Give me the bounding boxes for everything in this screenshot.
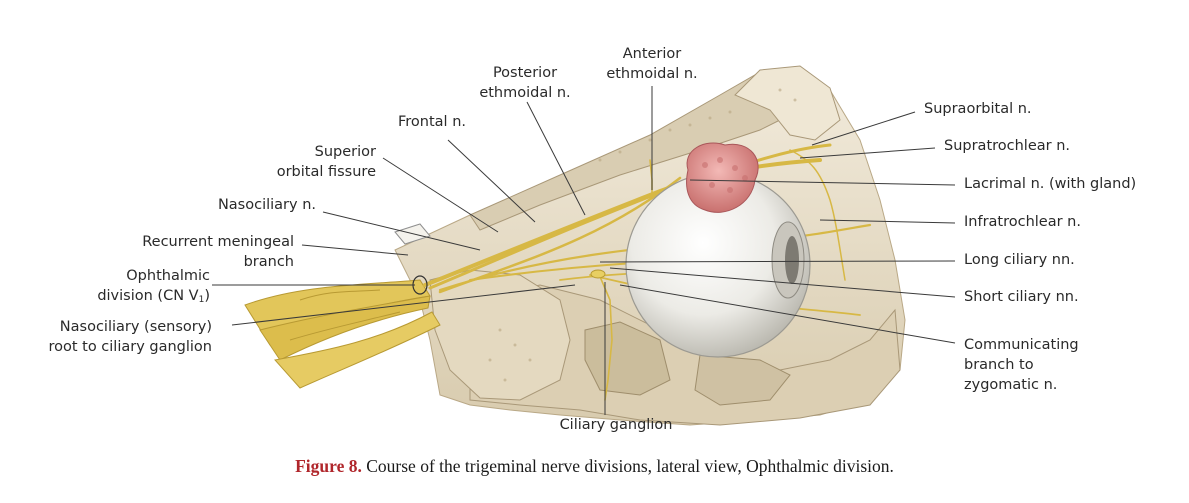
label-supraorbital: Supraorbital n. [924, 101, 1032, 117]
label-ophthalmic-division: Ophthalmic division (CN V1) [97, 268, 210, 305]
label-recurrent-meningeal: Recurrent meningeal branch [142, 234, 294, 270]
lacrimal-gland [686, 142, 759, 213]
figure-number: Figure 8. [295, 456, 362, 476]
figure-caption: Figure 8. Course of the trigeminal nerve… [0, 456, 1189, 477]
caption-text: Course of the trigeminal nerve divisions… [361, 456, 894, 476]
label-long-ciliary: Long ciliary nn. [964, 252, 1075, 268]
label-ciliary-ganglion: Ciliary ganglion [559, 417, 673, 433]
eyeball [625, 172, 811, 358]
trigeminal-trunk [244, 279, 441, 389]
leader-lines [212, 86, 956, 415]
label-anterior-ethmoidal: Anterior ethmoidal n. [606, 46, 698, 82]
label-infratrochlear: Infratrochlear n. [964, 214, 1081, 230]
label-supratrochlear: Supratrochlear n. [944, 138, 1071, 154]
label-lacrimal: Lacrimal n. (with gland) [964, 176, 1137, 192]
ciliary-ganglion-mark [590, 269, 606, 279]
label-posterior-ethmoidal: Posterior ethmoidal n. [479, 65, 571, 101]
label-superior-orbital-fissure: Superior orbital fissure [276, 144, 376, 180]
label-frontal: Frontal n. [398, 114, 466, 130]
label-nasociliary: Nasociliary n. [217, 197, 316, 213]
label-communicating-branch: Communicating branch to zygomatic n. [964, 337, 1079, 393]
label-nasociliary-root: Nasociliary (sensory) root to ciliary ga… [48, 319, 212, 355]
label-short-ciliary: Short ciliary nn. [964, 289, 1079, 305]
